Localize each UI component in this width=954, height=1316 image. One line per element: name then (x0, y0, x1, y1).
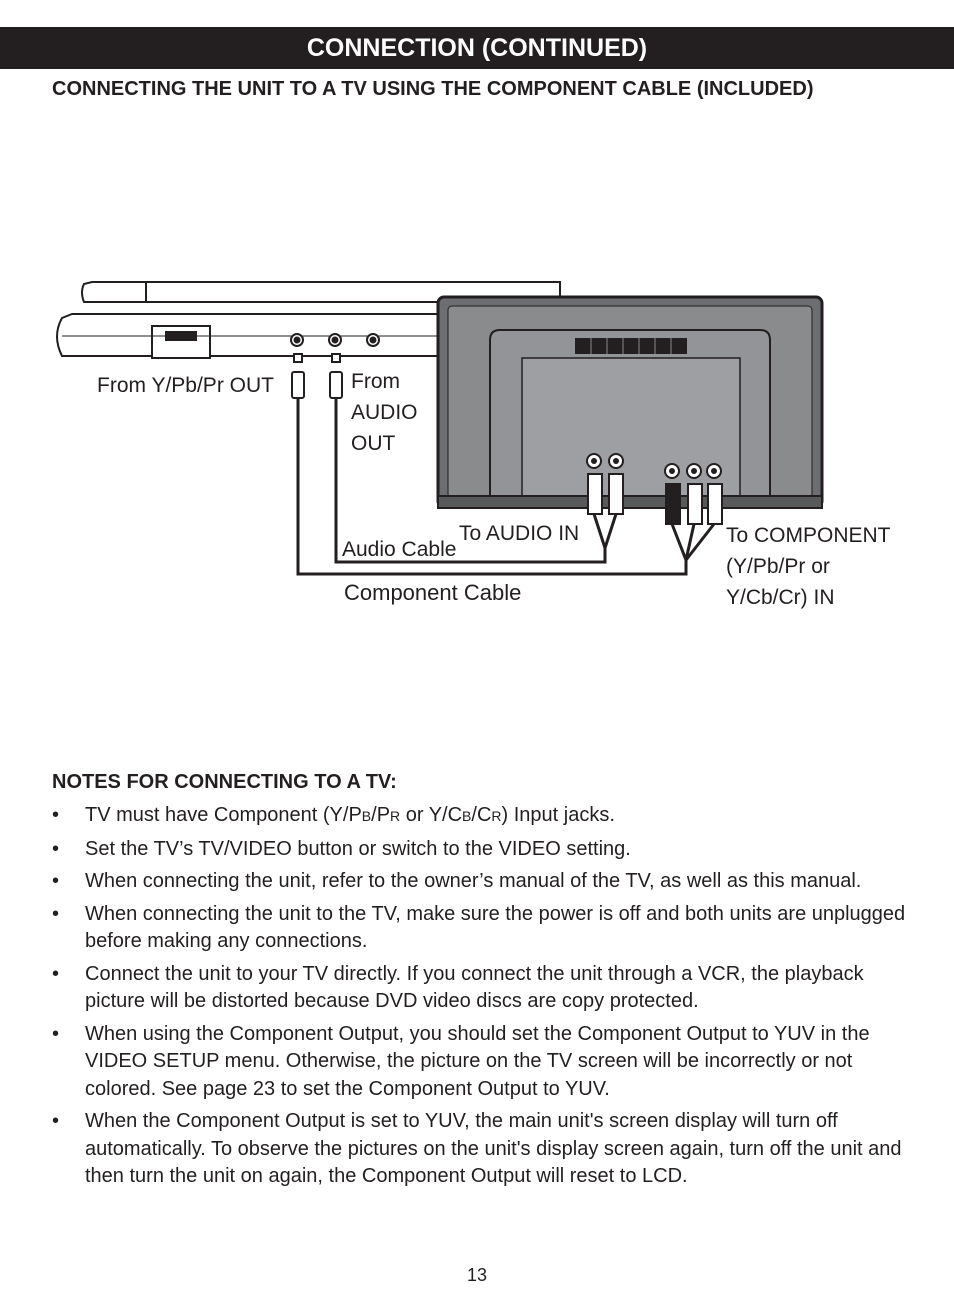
bullet: • (52, 902, 60, 925)
list-item: • Set the TV’s TV/VIDEO button or switch… (52, 836, 912, 864)
bullet: • (52, 1110, 60, 1132)
note-text: TV must have Component (Y/PB/PR or Y/CB/… (85, 804, 615, 826)
label-from-audio-out-2: AUDIO (351, 401, 418, 424)
connection-diagram: From Y/Pb/Pr OUT From AUDIO OUT Audio Ca… (56, 281, 891, 609)
label-to-audio-in: To AUDIO IN (459, 522, 579, 545)
label-from-ypbpr-out: From Y/Pb/Pr OUT (97, 374, 274, 397)
bullet: • (52, 804, 60, 826)
notes-list: • TV must have Component (Y/PB/PR or Y/C… (52, 802, 912, 1196)
note-text: When the Component Output is set to YUV,… (85, 1110, 902, 1187)
list-item: • When using the Component Output, you s… (52, 1021, 912, 1104)
label-audio-cable: Audio Cable (342, 538, 456, 561)
notes-title: NOTES FOR CONNECTING TO A TV: (52, 771, 397, 793)
cable-plugs (291, 353, 723, 525)
cables (296, 398, 716, 576)
bullet: • (52, 870, 60, 892)
list-item: • When the Component Output is set to YU… (52, 1108, 912, 1191)
bullet: • (52, 962, 60, 985)
label-component-cable: Component Cable (344, 580, 521, 605)
label-from-audio-out-1: From (351, 370, 400, 393)
page-number: 13 (466, 1265, 488, 1285)
label-from-audio-out-3: OUT (351, 432, 396, 455)
section-header: CONNECTION (CONTINUED) (0, 27, 954, 69)
label-to-component-2: (Y/Pb/Pr or (726, 555, 830, 578)
section-title: CONNECTION (CONTINUED) (306, 34, 648, 62)
tv-back-illustration (436, 295, 824, 509)
list-item: • When connecting the unit to the TV, ma… (52, 901, 912, 956)
note-text: Connect the unit to your TV directly. If… (85, 962, 864, 1013)
label-to-component-1: To COMPONENT (726, 524, 891, 547)
list-item: • When connecting the unit, refer to the… (52, 868, 912, 896)
bullet: • (52, 1022, 60, 1045)
list-item: • TV must have Component (Y/PB/PR or Y/C… (52, 802, 912, 831)
note-text: When connecting the unit to the TV, make… (85, 902, 906, 953)
bullet: • (52, 837, 60, 860)
note-text: When using the Component Output, you sho… (85, 1022, 870, 1100)
note-text: When connecting the unit, refer to the o… (85, 870, 862, 892)
note-text: Set the TV’s TV/VIDEO button or switch t… (85, 837, 631, 860)
list-item: • Connect the unit to your TV directly. … (52, 961, 912, 1016)
label-to-component-3: Y/Cb/Cr) IN (726, 586, 835, 609)
subsection-title: CONNECTING THE UNIT TO A TV USING THE CO… (52, 78, 814, 100)
